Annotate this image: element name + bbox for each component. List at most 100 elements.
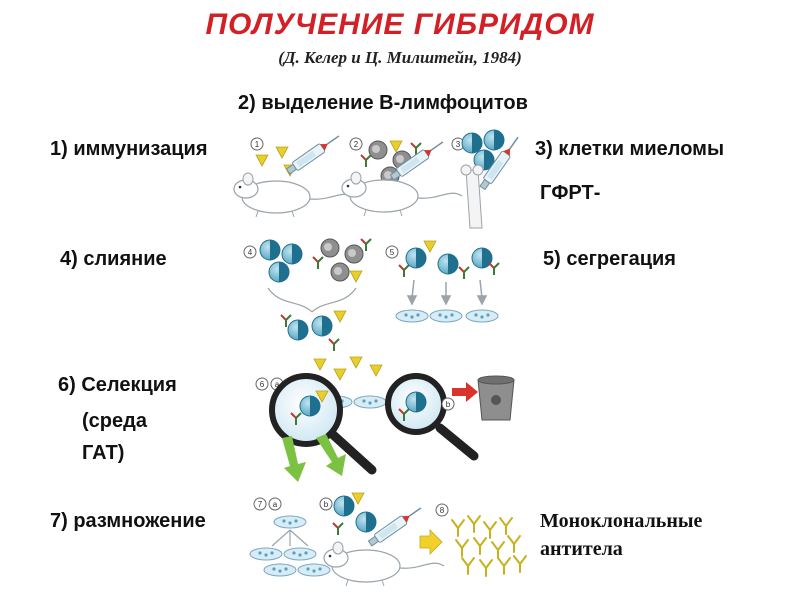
page-title: ПОЛУЧЕНИЕ ГИБРИДОМ <box>205 8 595 41</box>
myeloma-cell-icon <box>268 261 290 283</box>
badge-7-text: 7 <box>258 500 263 509</box>
badge-1 <box>250 137 264 151</box>
antibody-icon <box>332 522 344 536</box>
antigen-icon <box>369 364 383 377</box>
badge-2-text: 2 <box>354 140 359 149</box>
magnifier-handle <box>325 427 377 475</box>
magnifier-handle <box>435 423 479 461</box>
badge-6b <box>441 397 455 411</box>
green-arrow-icon <box>316 434 346 476</box>
antibody-icon <box>312 256 324 270</box>
merge-lines <box>267 287 357 313</box>
badge-4 <box>243 245 257 259</box>
discard-arrow-icon <box>452 382 478 402</box>
step-7-label: 7) размножение <box>50 510 206 532</box>
badge-7b <box>319 497 333 511</box>
badge-6-text: 6 <box>260 380 265 389</box>
antibody-icon <box>458 266 470 280</box>
antigen-icon <box>333 368 347 381</box>
hybridoma-cell-icon <box>287 319 309 341</box>
step-3-hgprt-label: ГФРТ- <box>540 182 601 204</box>
badge-8-text: 8 <box>440 506 445 515</box>
yellow-arrow-icon <box>419 529 443 555</box>
petri-dish-icon <box>273 515 307 529</box>
antigen-icon <box>423 240 437 253</box>
badge-6a-text: a <box>275 380 280 389</box>
step-4-label: 4) слияние <box>60 248 167 270</box>
mouse-icon <box>233 172 355 218</box>
step-1-label: 1) иммунизация <box>50 138 208 160</box>
b-lymphocyte-icon <box>344 244 364 264</box>
selection-panel: 6 a b <box>255 356 515 482</box>
antigen-icon <box>313 358 327 371</box>
petri-dish-icon <box>263 563 297 577</box>
antibody-icon <box>360 238 372 252</box>
antigen-icon <box>389 140 403 153</box>
antibody-icon <box>488 262 500 276</box>
badge-5 <box>385 245 399 259</box>
badge-6 <box>255 377 269 391</box>
isolation-panel: 2 <box>341 137 463 217</box>
mouse-icon <box>323 541 445 587</box>
step-3-label: 3) клетки миеломы <box>535 138 725 160</box>
hybridoma-cell-icon <box>299 395 321 417</box>
badge-7b-text: b <box>324 500 329 509</box>
antigen-icon <box>255 154 269 167</box>
petri-dish-icon <box>249 547 283 561</box>
bone-icon <box>465 169 483 229</box>
step-2-label: 2) выделение В-лимфоцитов <box>238 92 528 114</box>
monoclonal-antibody-cluster <box>451 515 527 577</box>
badge-7a <box>268 497 282 511</box>
hybridoma-cell-icon <box>355 511 377 533</box>
hybridoma-cell-icon <box>437 253 459 275</box>
result-label-line2: антитела <box>540 538 623 560</box>
expansion-panel: 7 a b 8 <box>249 492 527 587</box>
b-lymphocyte-icon <box>330 262 350 282</box>
antibody-icon <box>360 154 372 168</box>
immunization-panel: 1 <box>233 131 355 218</box>
syringe-icon <box>284 131 343 177</box>
badge-1-text: 1 <box>255 140 260 149</box>
result-label-line1: Моноклональные <box>540 510 703 532</box>
badge-5-text: 5 <box>390 248 395 257</box>
petri-dish-icon <box>297 563 331 577</box>
step-5-label: 5) сегрегация <box>543 248 676 270</box>
page-subtitle: (Д. Келер и Ц. Милштейн, 1984) <box>278 48 522 67</box>
antibody-icon <box>398 264 410 278</box>
myeloma-panel: 3 <box>451 129 523 229</box>
badge-6b-text: b <box>446 400 451 409</box>
hybridoma-cell-icon <box>311 315 333 337</box>
petri-dish-icon <box>429 309 463 323</box>
myeloma-cell-icon <box>483 129 505 151</box>
b-lymphocyte-icon <box>368 140 388 160</box>
split-lines <box>271 529 309 547</box>
antigen-icon <box>349 356 363 369</box>
mouse-icon <box>341 171 463 217</box>
badge-4-text: 4 <box>248 248 253 257</box>
fusion-panel: 4 <box>243 238 372 352</box>
petri-dish-icon <box>353 395 387 409</box>
green-arrow-icon <box>282 436 306 482</box>
petri-dish-icon <box>465 309 499 323</box>
badge-3-text: 3 <box>456 140 461 149</box>
badge-7 <box>253 497 267 511</box>
hybridoma-cell-icon <box>471 247 493 269</box>
badge-2 <box>349 137 363 151</box>
hybridoma-cell-icon <box>333 495 355 517</box>
badge-8 <box>435 503 449 517</box>
badge-7a-text: a <box>273 500 278 509</box>
step-6-hat-label: ГАТ) <box>82 442 125 464</box>
myeloma-cell-icon <box>461 132 483 154</box>
antigen-icon <box>349 270 363 283</box>
antigen-icon <box>333 310 347 323</box>
step-6-label: 6) Селекция <box>58 374 177 396</box>
petri-dish-icon <box>395 309 429 323</box>
step-6-medium-label: (среда <box>82 410 147 432</box>
myeloma-cell-icon <box>281 243 303 265</box>
antigen-icon <box>275 146 289 159</box>
petri-dish-icon <box>283 547 317 561</box>
myeloma-cell-icon <box>259 239 281 261</box>
segregation-panel: 5 <box>385 240 500 323</box>
antibody-icon <box>328 338 340 352</box>
